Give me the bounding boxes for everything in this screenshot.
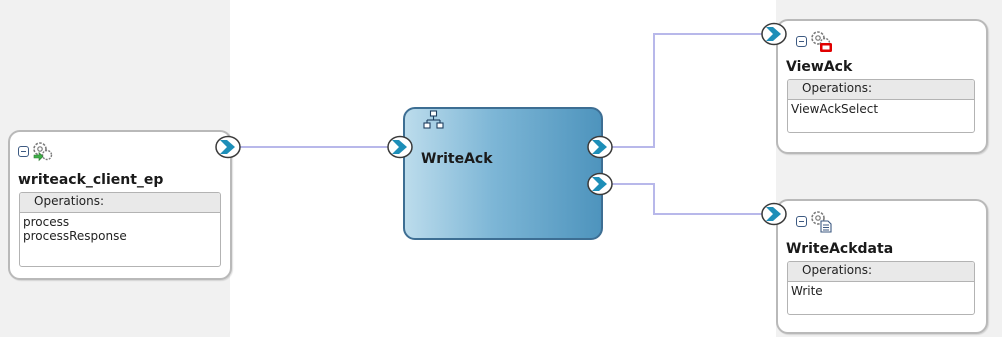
- wire-writeack-to-viewack[interactable]: [611, 33, 765, 148]
- component-name: WriteAck: [421, 151, 493, 167]
- operations-list: process processResponse: [20, 213, 220, 245]
- reference-header: [796, 209, 833, 233]
- gear-service-icon: [33, 142, 53, 162]
- gear-db-adapter-icon: [811, 31, 832, 52]
- wire-writeack-to-writeackdata[interactable]: [611, 183, 765, 215]
- operations-list: ViewAckSelect: [788, 100, 974, 118]
- reference-port-writeackdata[interactable]: [760, 201, 788, 227]
- reference-port-viewack[interactable]: [760, 21, 788, 47]
- reference-name: ViewAck: [786, 59, 853, 75]
- service-name: writeack_client_ep: [18, 172, 164, 188]
- operations-header: Operations:: [788, 262, 974, 282]
- reference-name: WriteAckdata: [786, 241, 894, 257]
- service-card[interactable]: writeack_client_ep Operations: process p…: [8, 130, 232, 280]
- component-reference-port[interactable]: [586, 171, 614, 197]
- operations-header: Operations:: [20, 193, 220, 213]
- operation-item[interactable]: ViewAckSelect: [791, 102, 879, 116]
- component-reference-port[interactable]: [586, 134, 614, 160]
- bpel-process-icon: [423, 110, 444, 129]
- operations-header: Operations:: [788, 80, 974, 100]
- bpel-component[interactable]: WriteAck: [403, 107, 603, 240]
- reference-operations-box: Operations: ViewAckSelect: [787, 79, 975, 133]
- service-operations-box: Operations: process processResponse: [19, 192, 221, 267]
- service-header: [18, 140, 53, 162]
- reference-header: [796, 29, 833, 53]
- operations-list: Write: [788, 282, 974, 300]
- service-port[interactable]: [214, 134, 242, 160]
- component-service-port[interactable]: [386, 134, 414, 160]
- operation-item[interactable]: process: [23, 215, 70, 229]
- operation-item[interactable]: processResponse: [23, 229, 127, 243]
- reference-card-writeackdata[interactable]: WriteAckdata Operations: Write: [776, 199, 988, 334]
- operation-item[interactable]: Write: [791, 284, 823, 298]
- collapse-icon[interactable]: [796, 215, 807, 227]
- collapse-icon[interactable]: [18, 145, 29, 157]
- reference-card-viewack[interactable]: ViewAck Operations: ViewAckSelect: [776, 19, 988, 154]
- gear-file-adapter-icon: [811, 211, 832, 233]
- reference-operations-box: Operations: Write: [787, 261, 975, 315]
- collapse-icon[interactable]: [796, 35, 807, 47]
